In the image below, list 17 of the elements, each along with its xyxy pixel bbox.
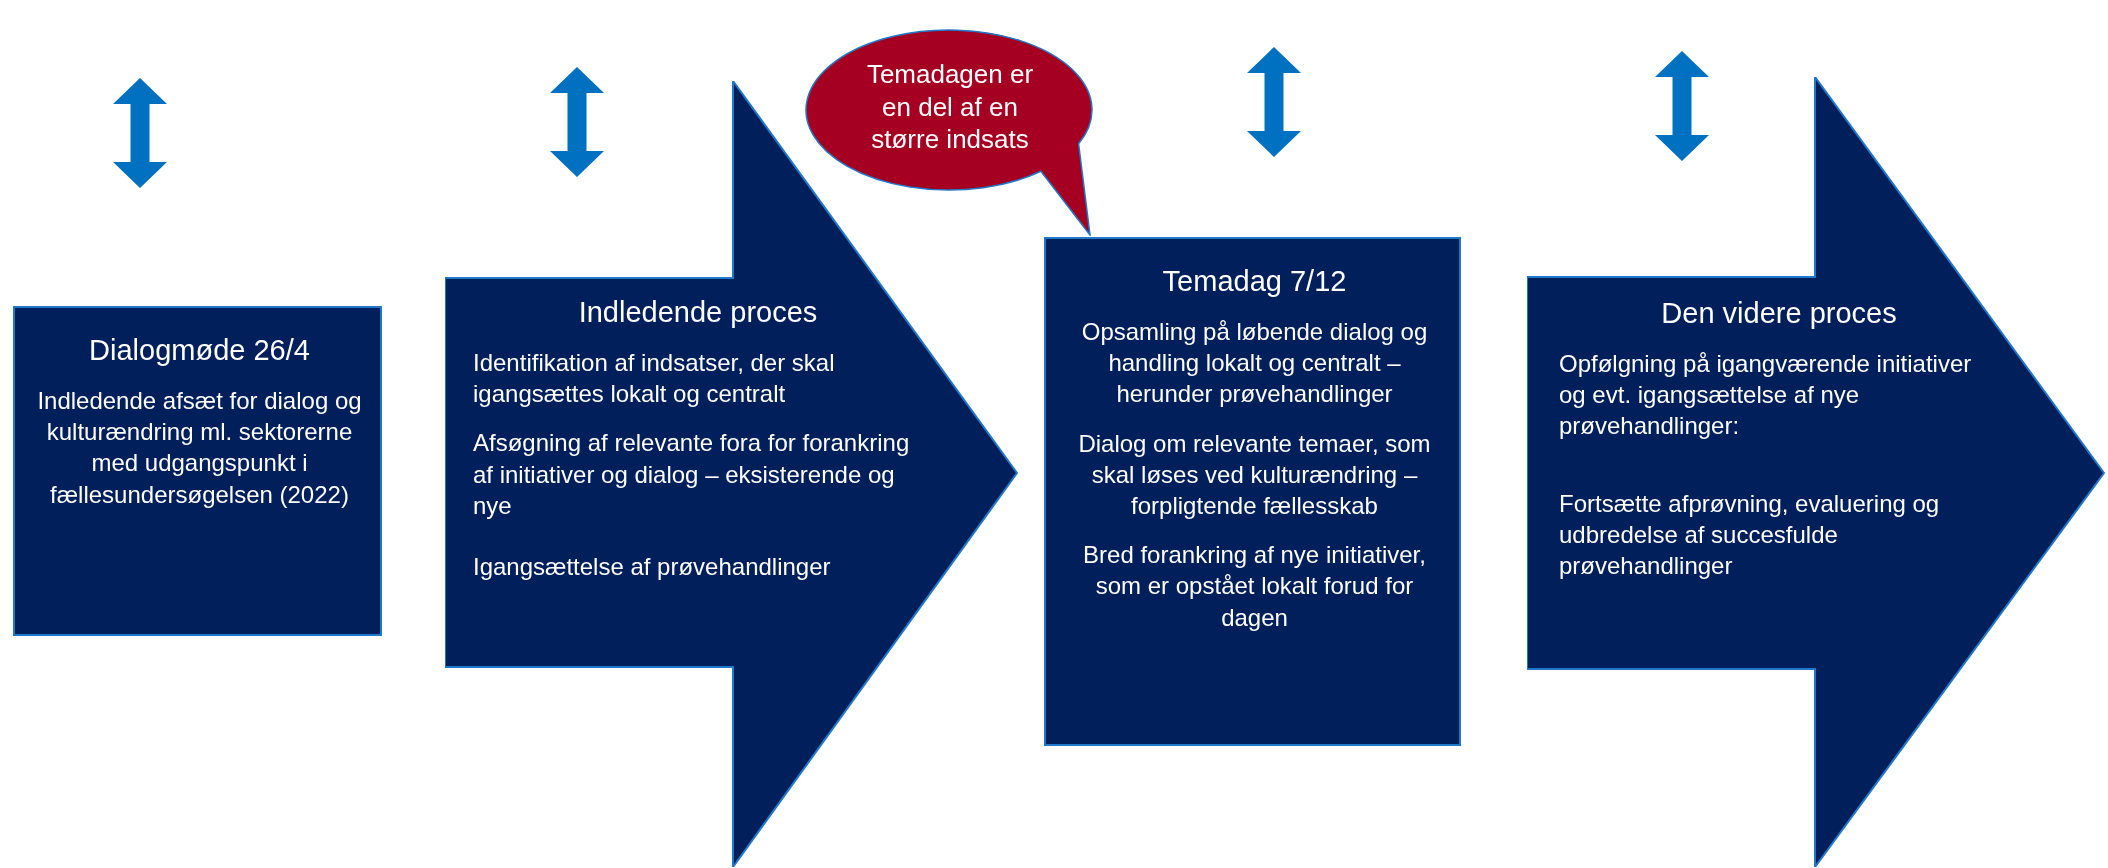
paragraph: Identifikation af indsatser, der skal igangsættes lokalt og centralt xyxy=(473,348,836,410)
callout-text: Temadagen er en del af en større indsats xyxy=(865,58,1035,156)
paragraph: Bred forankring af nye initiativer, som er opstået lokalt forud for dagen xyxy=(1082,540,1427,633)
process-box xyxy=(1044,237,1461,746)
paragraph: Afsøgning af relevante fora for forankring af initiativer og dialog – eksisterende og nye xyxy=(473,428,911,521)
box-title: Indledende proces xyxy=(577,296,819,329)
paragraph: Dialog om relevante temaer, som skal løses ved kulturændring – forpligtende fællesskab xyxy=(1077,428,1432,521)
paragraph: Opfølgning på igangværende initiativer og evt. igangsættelse af nye prøvehandlinger: xyxy=(1559,349,1973,442)
paragraph: Indledende afsæt for dialog og kulturændring ml. sektorerne med udgangspunkt i fællesundersøgelsen (2022) xyxy=(36,386,363,510)
process-box xyxy=(13,306,382,636)
paragraph: Opsamling på løbende dialog og handling lokalt og centralt – herunder prøvehandlinger xyxy=(1080,317,1429,410)
box-title: Dialogmøde 26/4 xyxy=(88,334,311,367)
paragraph: Igangsættelse af prøvehandlinger xyxy=(473,551,832,582)
box-title: Temadag 7/12 xyxy=(1161,265,1348,298)
arrow-shape xyxy=(1527,77,2105,867)
paragraph: Fortsætte afprøvning, evaluering og udbredelse af succesfulde prøvehandlinger xyxy=(1559,488,1941,581)
box-title: Den videre proces xyxy=(1660,297,1898,330)
